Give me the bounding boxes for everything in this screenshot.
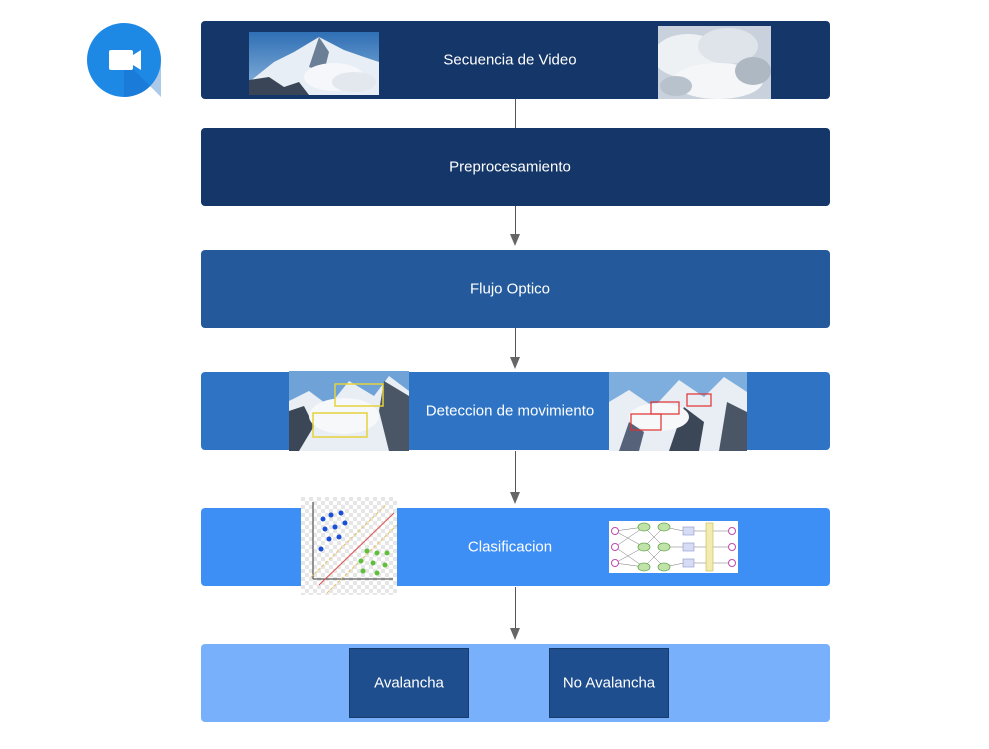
connector-line — [515, 451, 516, 492]
step-label-preprocessing: Preprocesamiento — [449, 158, 571, 176]
step-label-classification: Clasificacion — [467, 538, 553, 556]
arrow-down-icon — [510, 628, 520, 640]
mountain-avalanche-image — [249, 32, 379, 95]
step-optical-flow — [201, 250, 830, 328]
arrow-down-icon — [510, 357, 520, 369]
connector-line — [515, 587, 516, 628]
svm-scatter-image — [301, 497, 397, 595]
connector-line — [515, 99, 516, 128]
motion-detection-image-right — [609, 372, 747, 451]
step-label-motion-detection: Deteccion de movimiento — [425, 402, 595, 420]
result-label-avalanche: Avalancha — [374, 674, 444, 692]
video-camera-icon — [86, 22, 162, 98]
result-label-no-avalanche: No Avalancha — [562, 674, 656, 692]
step-label-optical-flow: Flujo Optico — [469, 280, 551, 298]
motion-detection-image-left — [289, 371, 409, 451]
connector-line — [515, 206, 516, 234]
arrow-down-icon — [510, 492, 520, 504]
step-preprocessing — [201, 128, 830, 206]
step-label-video-sequence: Secuencia de Video — [443, 51, 577, 69]
connector-line — [515, 328, 516, 357]
results-container — [201, 644, 830, 722]
result-avalanche: Avalancha — [349, 648, 469, 718]
neural-network-image — [609, 521, 738, 573]
avalanche-closeup-image — [658, 26, 771, 99]
result-no-avalanche: No Avalancha — [549, 648, 669, 718]
arrow-down-icon — [510, 234, 520, 246]
